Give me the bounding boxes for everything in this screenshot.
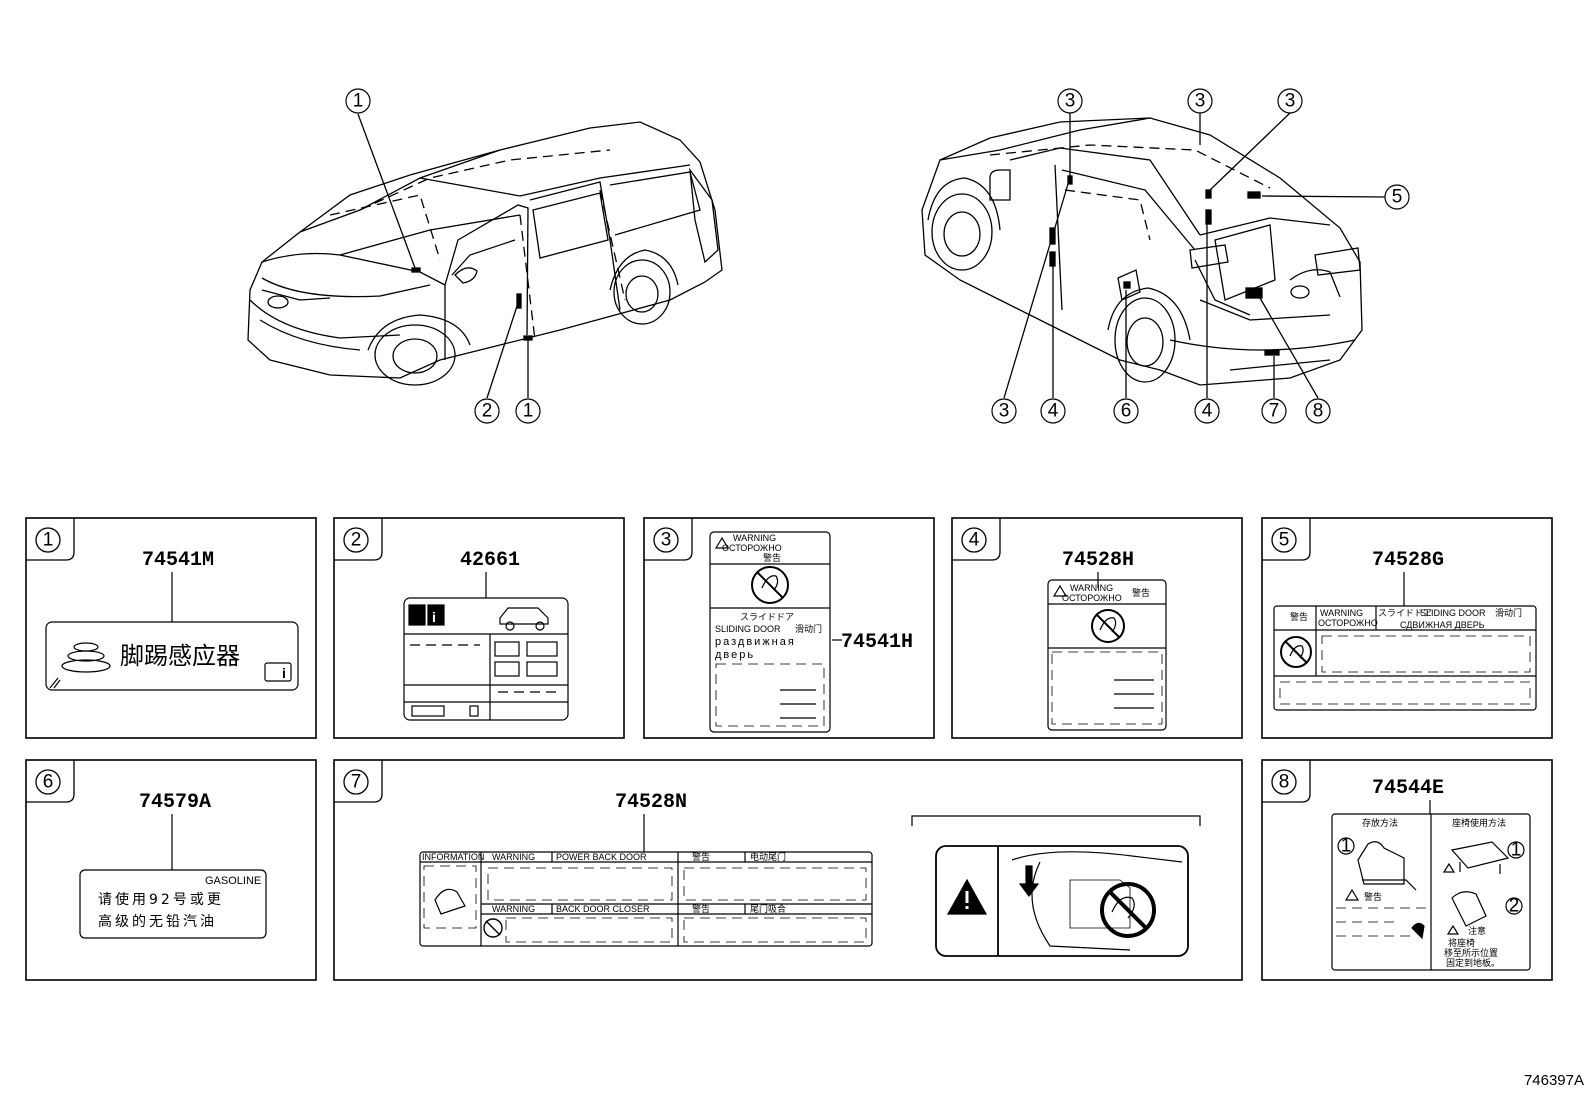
svg-text:警告: 警告: [1290, 611, 1308, 623]
svg-text:INFORMATION: INFORMATION: [422, 852, 484, 862]
svg-text:74528H: 74528H: [1062, 549, 1134, 572]
panel-7-back-door-label: 74528N INFORMATION WARNING POWER BACK DO…: [419, 791, 1201, 957]
svg-text:3: 3: [1195, 91, 1206, 112]
svg-text:1: 1: [523, 401, 534, 422]
svg-text:SLIDING DOOR: SLIDING DOOR: [715, 624, 781, 634]
svg-text:3: 3: [999, 401, 1010, 422]
svg-text:座椅使用方法: 座椅使用方法: [1452, 817, 1506, 829]
svg-text:GASOLINE: GASOLINE: [205, 875, 261, 887]
svg-text:3: 3: [1065, 91, 1076, 112]
svg-text:移至所示位置: 移至所示位置: [1444, 947, 1498, 959]
panel-frames: [25, 517, 1553, 981]
svg-text:WARNING: WARNING: [1320, 608, 1363, 618]
svg-text:2: 2: [351, 530, 362, 551]
svg-text:74544E: 74544E: [1372, 777, 1444, 800]
svg-text:将座椅: 将座椅: [1448, 937, 1475, 949]
svg-text:74541M: 74541M: [142, 549, 214, 572]
svg-text:6: 6: [1121, 401, 1132, 422]
svg-text:WARNING: WARNING: [733, 533, 776, 543]
svg-text:5: 5: [1279, 530, 1290, 551]
svg-text:BACK DOOR CLOSER: BACK DOOR CLOSER: [556, 904, 650, 914]
svg-text:74579A: 74579A: [139, 791, 211, 814]
svg-text:滑动门: 滑动门: [1495, 607, 1522, 619]
svg-text:2: 2: [1509, 896, 1520, 917]
svg-text:i: i: [282, 665, 286, 681]
panel-1-kick-sensor-label: 74541M 脚踢感应器 i: [45, 549, 299, 691]
svg-text:3: 3: [1285, 91, 1296, 112]
panel-tabs: 1 2 3 4 5 6 7 8: [26, 518, 1311, 803]
panel-4-warning-label: 74528H WARNING ОСТОРОЖНО 警告: [1047, 549, 1167, 731]
svg-text:固定到地板。: 固定到地板。: [1446, 957, 1500, 969]
svg-text:POWER BACK DOOR: POWER BACK DOOR: [556, 852, 647, 862]
svg-text:WARNING: WARNING: [1070, 583, 1113, 593]
svg-text:ОСТОРОЖНО: ОСТОРОЖНО: [1318, 618, 1378, 628]
svg-text:スライドドア: スライドドア: [740, 612, 794, 623]
svg-text:警告: 警告: [1364, 891, 1382, 903]
callout-1-top: 1: [353, 91, 364, 112]
svg-text:警告: 警告: [692, 851, 710, 863]
svg-text:尾门吸合: 尾门吸合: [750, 903, 786, 915]
svg-text:1: 1: [43, 530, 54, 551]
panel-6-fuel-label: 74579A GASOLINE 请使用92号或更 高级的无铅汽油: [79, 791, 267, 939]
svg-text:раздвижная: раздвижная: [715, 636, 796, 648]
svg-text:42661: 42661: [460, 549, 520, 572]
svg-text:高级的无铅汽油: 高级的无铅汽油: [98, 913, 217, 930]
rear-vehicle-callouts: 3 3 3 5 3 4 6 4 7 8: [991, 88, 1410, 424]
svg-text:WARNING: WARNING: [492, 904, 535, 914]
svg-text:4: 4: [1048, 401, 1059, 422]
svg-text:i: i: [432, 609, 436, 625]
rear-vehicle-illustration: [921, 112, 1386, 399]
svg-text:74528G: 74528G: [1372, 549, 1444, 572]
svg-text:1: 1: [1511, 840, 1522, 861]
svg-text:警告: 警告: [1132, 587, 1150, 599]
svg-text:注意: 注意: [1468, 925, 1486, 937]
svg-text:脚踢感应器: 脚踢感应器: [120, 642, 240, 670]
svg-text:74541H: 74541H: [841, 631, 913, 654]
panel-5-sliding-door-label: 74528G 警告 WARNING ОСТОРОЖНО スライドドア SLIDI…: [1273, 549, 1537, 711]
figure-id: 746397A: [1523, 1072, 1584, 1089]
svg-text:4: 4: [1202, 401, 1213, 422]
panel-2-tire-label: 42661 i: [403, 549, 569, 721]
svg-text:3: 3: [661, 530, 672, 551]
svg-text:6: 6: [43, 772, 54, 793]
svg-text:1: 1: [1341, 836, 1352, 857]
panel-8-seat-label: 74544E 存放方法 座椅使用方法 1 警告 1 2 注意 将座椅 移至所示位…: [1331, 777, 1531, 971]
svg-text:ОСТОРОЖНО: ОСТОРОЖНО: [1062, 593, 1122, 603]
svg-text:存放方法: 存放方法: [1362, 817, 1398, 829]
svg-text:2: 2: [482, 401, 493, 422]
svg-text:7: 7: [1269, 401, 1280, 422]
svg-text:5: 5: [1392, 187, 1403, 208]
svg-text:スライドドア: スライドドア: [1378, 608, 1432, 619]
svg-text:请使用92号或更: 请使用92号或更: [98, 891, 224, 908]
svg-text:SLIDING DOOR: SLIDING DOOR: [1420, 608, 1486, 618]
svg-text:4: 4: [969, 530, 980, 551]
svg-text:дверь: дверь: [715, 649, 755, 661]
svg-text:74528N: 74528N: [615, 791, 687, 814]
svg-text:警告: 警告: [692, 903, 710, 915]
svg-text:8: 8: [1279, 772, 1290, 793]
svg-text:滑动门: 滑动门: [795, 623, 822, 635]
svg-text:电动尾门: 电动尾门: [750, 851, 786, 863]
panel-3-sliding-door-warning-label: WARNING ОСТОРОЖНО 警告 スライドドア SLIDING DOOR…: [709, 531, 913, 733]
svg-text:8: 8: [1313, 401, 1324, 422]
svg-text:警告: 警告: [763, 552, 781, 564]
front-vehicle-illustration: [247, 113, 723, 399]
front-vehicle-callouts: 1 2 1: [345, 88, 541, 424]
svg-text:7: 7: [351, 772, 362, 793]
svg-text:WARNING: WARNING: [492, 852, 535, 862]
svg-text:ОСТОРОЖНО: ОСТОРОЖНО: [722, 543, 782, 553]
svg-text:СДВИЖНАЯ ДВЕРЬ: СДВИЖНАЯ ДВЕРЬ: [1400, 620, 1485, 630]
